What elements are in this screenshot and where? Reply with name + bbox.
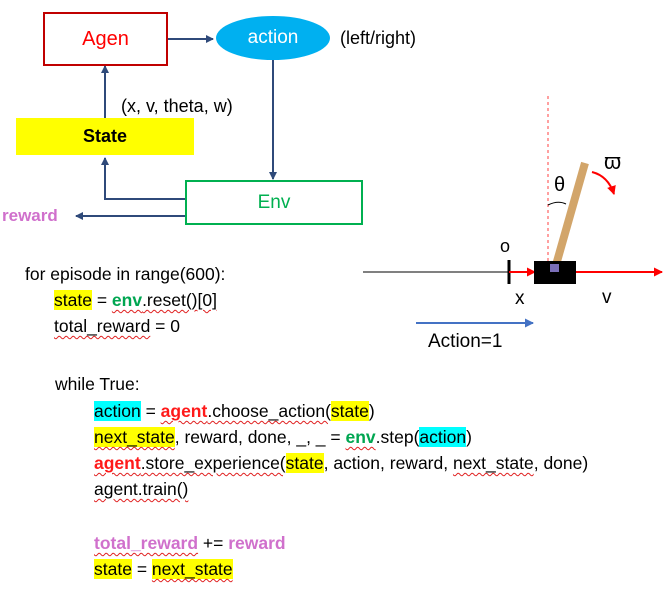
code-text: .choose_action(	[207, 401, 331, 421]
omega-symbol: ϖ	[604, 149, 622, 174]
state-note: (x, v, theta, w)	[121, 96, 233, 116]
code-text: =	[91, 290, 112, 310]
kw-env: env	[345, 427, 376, 447]
angular-velocity-arrow	[591, 171, 616, 195]
agent-box: Agen	[43, 12, 168, 66]
env-label: Env	[257, 191, 291, 213]
kw-env: env	[111, 290, 143, 310]
pole-pivot	[550, 264, 559, 272]
agent-label: Agen	[82, 27, 129, 50]
action-label: action	[247, 27, 299, 48]
code-line-5: action = agent.choose_action(state)	[94, 398, 375, 424]
code-line-9: total_reward += reward	[94, 530, 286, 556]
action-note: (left/right)	[340, 28, 417, 48]
code-text: for episode in range(600):	[25, 264, 226, 284]
v-label: v	[602, 287, 612, 308]
code-text: , done)	[533, 453, 589, 473]
var-total-reward: total_reward	[54, 316, 151, 336]
code-text: )	[466, 427, 472, 447]
var-next-state: next_state	[452, 453, 534, 473]
theta-symbol: θ	[554, 174, 566, 196]
code-text: , action, reward,	[323, 453, 453, 473]
code-text: .step(	[375, 427, 420, 447]
code-text: .store_experience(	[140, 453, 286, 473]
code-text: = 0	[150, 316, 180, 336]
kw-agent: agent	[160, 401, 208, 421]
code-line-6: next_state, reward, done, _, _ = env.ste…	[94, 424, 472, 450]
var-state: state	[54, 290, 92, 310]
code-line-3: total_reward = 0	[54, 313, 180, 339]
code-line-4: while True:	[55, 371, 140, 397]
pole	[552, 161, 589, 267]
env-box: Env	[185, 180, 363, 225]
x-label: x	[515, 288, 525, 309]
var-action: action	[94, 401, 141, 421]
code-text: , reward, done, _, _ =	[174, 427, 346, 447]
code-line-2: state = env.reset()[0]	[54, 287, 217, 313]
origin-label: o	[500, 236, 511, 256]
action-ellipse: action	[216, 16, 330, 60]
env-to-state-arrow	[101, 157, 186, 200]
code-line-1: for episode in range(600):	[25, 261, 225, 287]
theta-arc	[547, 201, 567, 206]
code-text: while True:	[55, 374, 140, 394]
code-line-10: state = next_state	[94, 556, 233, 582]
var-state: state	[94, 559, 132, 579]
cart	[534, 261, 576, 284]
var-next-state: next_state	[94, 427, 175, 447]
code-text: =	[131, 559, 152, 579]
reward-label: reward	[2, 206, 58, 225]
kw-agent: agent	[94, 453, 141, 473]
var-reward: reward	[228, 533, 286, 553]
action-caption: Action=1	[428, 331, 503, 352]
code-text: +=	[198, 533, 229, 553]
code-line-8: agent.train()	[94, 476, 188, 502]
var-action: action	[419, 427, 467, 447]
code-line-7: agent.store_experience(state, action, re…	[94, 450, 588, 476]
var-state: state	[285, 453, 324, 473]
var-next-state: next_state	[151, 559, 233, 579]
state-box: State	[16, 118, 194, 155]
state-label: State	[82, 126, 127, 146]
code-text: =	[140, 401, 161, 421]
code-text: agent.train()	[94, 479, 189, 499]
code-text: )	[368, 401, 375, 421]
var-state: state	[330, 401, 369, 421]
code-text: .reset()[0]	[142, 290, 217, 310]
var-total-reward: total_reward	[94, 533, 199, 553]
